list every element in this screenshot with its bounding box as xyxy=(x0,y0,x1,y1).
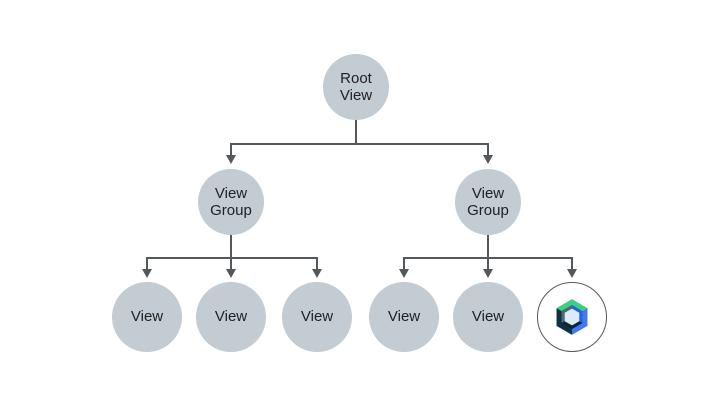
node-view-left-3: View xyxy=(282,282,352,352)
node-label-line: View xyxy=(339,87,373,104)
arrow-down-icon xyxy=(226,155,236,164)
arrow-down-icon xyxy=(142,269,152,278)
node-label-line: View xyxy=(387,308,421,326)
compose-center-hexagon xyxy=(564,308,580,326)
node-compose xyxy=(537,282,607,352)
node-left-view-group: View Group xyxy=(198,169,264,235)
node-label-line: View xyxy=(214,308,248,326)
connector-left-children-rail xyxy=(146,257,318,270)
node-view-right-2: View xyxy=(453,282,523,352)
node-label-line: View xyxy=(471,184,505,202)
arrow-down-icon xyxy=(312,269,322,278)
connector-lines xyxy=(146,120,573,270)
connector-right-children-rail xyxy=(403,257,573,270)
node-label-line: View xyxy=(130,308,164,326)
arrow-down-icon xyxy=(483,269,493,278)
arrow-down-icon xyxy=(567,269,577,278)
node-label-line: View xyxy=(471,308,505,326)
node-label-line: Group xyxy=(467,202,509,219)
node-label-line: View xyxy=(214,184,248,202)
arrow-down-icon xyxy=(483,155,493,164)
node-view-left-1: View xyxy=(112,282,182,352)
arrow-down-icon xyxy=(399,269,409,278)
node-view-right-1: View xyxy=(369,282,439,352)
node-label-line: Group xyxy=(210,202,252,219)
connector-arrowheads xyxy=(142,155,577,278)
connector-level1-rail xyxy=(230,143,489,157)
node-root-view: Root View xyxy=(323,54,389,120)
node-view-left-2: View xyxy=(196,282,266,352)
node-label-line: Root xyxy=(340,69,372,87)
jetpack-compose-logo-icon xyxy=(556,299,588,335)
node-right-view-group: View Group xyxy=(455,169,521,235)
node-label-line: View xyxy=(300,308,334,326)
arrow-down-icon xyxy=(226,269,236,278)
